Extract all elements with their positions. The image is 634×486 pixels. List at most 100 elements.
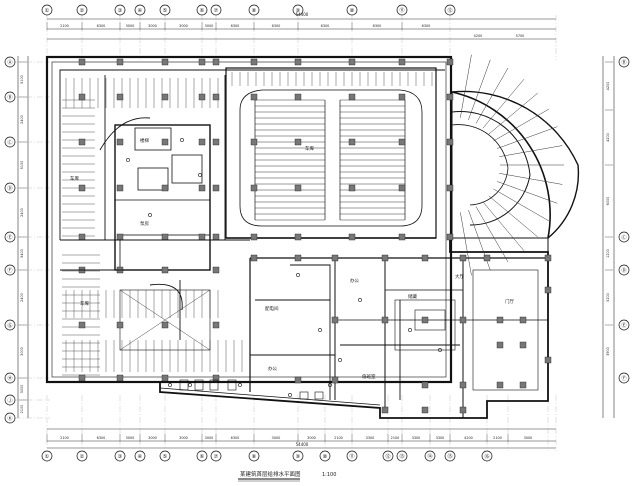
- grid-bubble-right-3: Ⓓ: [618, 264, 630, 276]
- structural-columns: [78, 58, 552, 414]
- svg-text:⑧: ⑧: [252, 454, 257, 460]
- svg-text:⑩: ⑩: [350, 8, 355, 14]
- hall-seating-rows: [254, 99, 406, 221]
- grid-bubble-left-3: Ⓒ: [4, 136, 16, 148]
- svg-text:⑪: ⑪: [349, 452, 354, 460]
- svg-text:Ⓔ: Ⓔ: [621, 321, 626, 329]
- annex-structure: [394, 269, 539, 391]
- plumbing-pipes: [59, 69, 460, 400]
- top-dim-10: 6300: [373, 24, 382, 28]
- grid-bubble-right-2: Ⓒ: [618, 231, 630, 243]
- top-dim-3: 3000: [126, 24, 135, 28]
- grid-bubble-bottom-1: ①: [41, 450, 53, 462]
- grid-bubble-bottom-12: ⑫: [382, 450, 394, 462]
- grid-bubble-right-1: Ⓑ: [618, 56, 630, 68]
- svg-text:Ⓑ: Ⓑ: [621, 58, 626, 66]
- grid-bubble-bottom-13: ⑬: [396, 450, 408, 462]
- left-dim-9: 2100: [20, 405, 24, 414]
- grid-bubble-bottom-9: ⑨: [292, 450, 304, 462]
- top-right-dim-2: 5700: [516, 34, 525, 38]
- top-dim-6: 3000: [205, 24, 214, 28]
- svg-text:Ⓓ: Ⓓ: [7, 184, 12, 192]
- grid-bubble-right-5: Ⓕ: [618, 372, 630, 384]
- grid-bubble-left-1: Ⓐ: [4, 56, 16, 68]
- bottom-dim-15: 4200: [464, 436, 473, 440]
- bottom-total-dimension: 54400: [296, 442, 309, 447]
- bottom-dim-7: 6300: [231, 436, 240, 440]
- top-dim-5: 3000: [179, 24, 188, 28]
- right-grid-bubbles: Ⓑ Ⓒ Ⓓ Ⓔ Ⓕ: [618, 56, 630, 384]
- svg-text:③: ③: [118, 8, 123, 14]
- svg-text:⑦: ⑦: [214, 454, 219, 460]
- room-label-6: 办公: [268, 365, 277, 372]
- grid-bubble-left-6: Ⓕ: [4, 264, 16, 276]
- drawing-title: 某建筑首层给排水平面图: [240, 470, 301, 478]
- grid-bubble-bottom-7: ⑦: [210, 450, 222, 462]
- bottom-dim-3: 3000: [126, 436, 135, 440]
- grid-bubble-bottom-16: ⑯: [481, 450, 493, 462]
- svg-text:Ⓑ: Ⓑ: [7, 93, 12, 101]
- grid-bubble-top-6: ⑥: [196, 4, 208, 16]
- top-dimension-chains: [47, 18, 556, 40]
- left-dim-4: 2400: [20, 208, 24, 217]
- right-dim-4: 1200: [606, 249, 610, 258]
- grid-bubble-top-12: ⑫: [444, 4, 456, 16]
- right-dim-2: 4200: [606, 133, 610, 142]
- svg-text:Ⓕ: Ⓕ: [621, 374, 626, 382]
- left-dim-3: 5100: [20, 161, 24, 170]
- grid-bubble-bottom-4: ④: [134, 450, 146, 462]
- grid-bubble-left-4: Ⓓ: [4, 182, 16, 194]
- garage-parking-stripes: [62, 72, 433, 376]
- left-dim-5: 5400: [20, 249, 24, 258]
- right-dim-1: 4200: [606, 82, 610, 91]
- room-label-12: 楼梯: [140, 137, 149, 144]
- grid-bubble-left-2: Ⓑ: [4, 91, 16, 103]
- svg-text:⑫: ⑫: [385, 452, 390, 460]
- bottom-dim-11: 3300: [366, 436, 375, 440]
- room-label-group: 车库 车库 车库 泵房 配电间 办公 办公 储藏 值班室 大厅 门厅 楼梯: [70, 137, 514, 380]
- bottom-dim-2: 6300: [97, 436, 106, 440]
- grid-bubble-bottom-11: ⑪: [346, 450, 358, 462]
- room-label-8: 储藏: [408, 293, 417, 300]
- grid-bubble-top-4: ④: [134, 4, 146, 16]
- svg-text:Ⓗ: Ⓗ: [7, 374, 12, 382]
- svg-text:⑮: ⑮: [447, 452, 452, 460]
- room-label-4: 泵房: [140, 220, 149, 227]
- grid-bubble-bottom-5: ⑤: [159, 450, 171, 462]
- grid-bubble-left-8: Ⓗ: [4, 372, 16, 384]
- left-dim-2: 2400: [20, 115, 24, 124]
- bottom-dim-1: 2100: [60, 436, 69, 440]
- top-dim-2: 6300: [97, 24, 106, 28]
- grid-bubble-top-1: ①: [41, 4, 53, 16]
- grid-bubble-left-7: Ⓖ: [4, 319, 16, 331]
- grid-bubble-left-10: Ⓚ: [4, 412, 16, 424]
- left-dim-8: 3000: [20, 385, 24, 394]
- right-dim-5: 5200: [606, 293, 610, 302]
- grid-bubble-left-5: Ⓔ: [4, 231, 16, 243]
- svg-text:③: ③: [118, 454, 123, 460]
- grid-bubble-left-9: Ⓙ: [4, 394, 16, 406]
- room-label-10: 大厅: [455, 273, 464, 280]
- grid-bubble-bottom-14: ⑭: [424, 450, 436, 462]
- svg-text:⑯: ⑯: [484, 452, 489, 460]
- left-dim-7: 3000: [20, 347, 24, 356]
- grid-bubble-right-4: Ⓔ: [618, 319, 630, 331]
- left-grid-bubbles: Ⓐ Ⓑ Ⓒ Ⓓ Ⓔ Ⓕ Ⓖ Ⓗ Ⓙ Ⓚ: [4, 56, 16, 424]
- bottom-dim-10: 2100: [334, 436, 343, 440]
- svg-text:⑥: ⑥: [200, 454, 205, 460]
- room-label-9: 值班室: [362, 373, 376, 380]
- top-dim-1: 2100: [60, 24, 69, 28]
- room-label-11: 门厅: [505, 298, 514, 305]
- bottom-dim-6: 3000: [205, 436, 214, 440]
- svg-text:②: ②: [80, 8, 85, 14]
- bottom-dim-5: 3000: [179, 436, 188, 440]
- left-dim-6: 2400: [20, 293, 24, 302]
- ramp-treads: [460, 54, 564, 276]
- room-label-3: 车库: [305, 145, 314, 152]
- drawing-scale: 1:100: [322, 472, 336, 478]
- right-dim-6: 3900: [606, 347, 610, 356]
- grid-bubble-top-2: ②: [76, 4, 88, 16]
- svg-text:⑤: ⑤: [163, 8, 168, 14]
